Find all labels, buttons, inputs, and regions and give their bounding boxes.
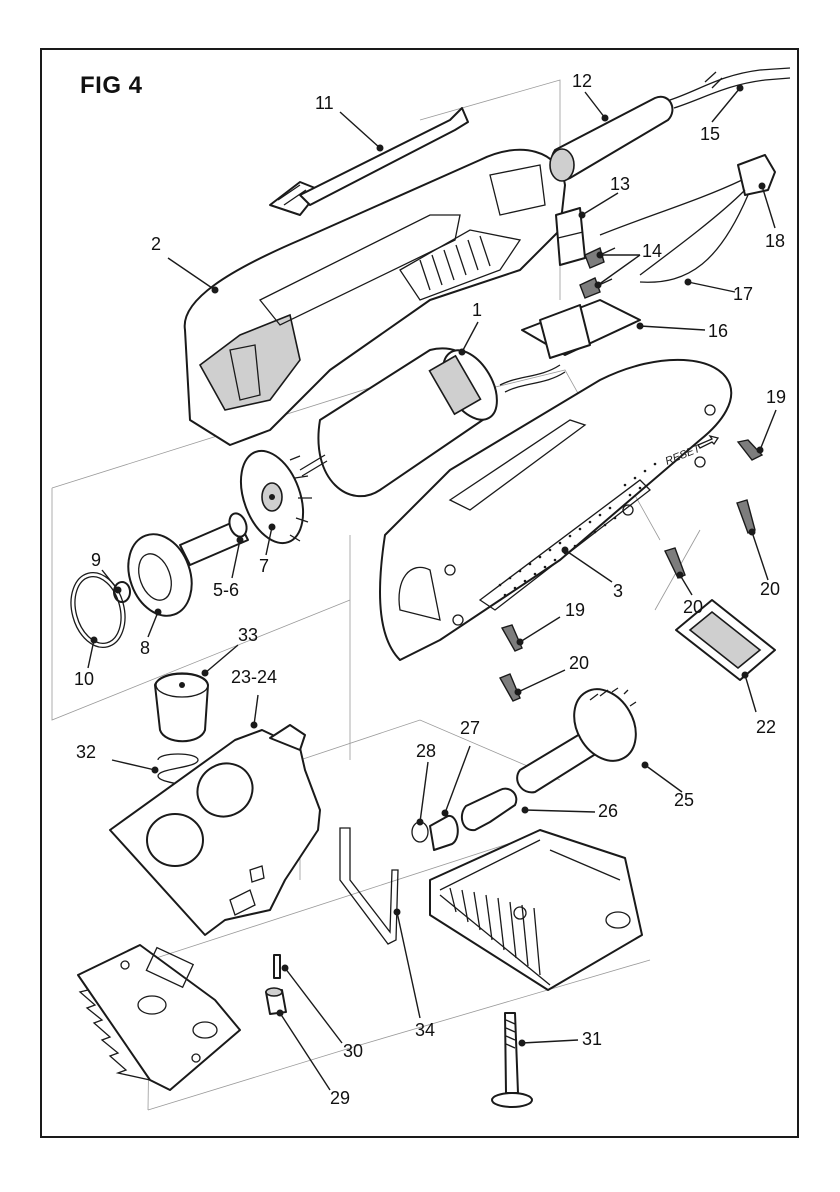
callout-29: 29 bbox=[330, 1089, 350, 1107]
callout-26: 26 bbox=[598, 802, 618, 820]
cutter-blade bbox=[78, 945, 240, 1090]
callout-31: 31 bbox=[582, 1030, 602, 1048]
callout-12: 12 bbox=[572, 72, 592, 90]
part-12-tube bbox=[550, 97, 672, 181]
callout-15: 15 bbox=[700, 125, 720, 143]
callout-19-a: 19 bbox=[766, 388, 786, 406]
callout-27: 27 bbox=[460, 719, 480, 737]
callout-19-b: 19 bbox=[565, 601, 585, 619]
part-34-bracket bbox=[340, 828, 398, 944]
callout-18: 18 bbox=[765, 232, 785, 250]
part-15-cable bbox=[670, 68, 790, 108]
callout-20-c: 20 bbox=[569, 654, 589, 672]
callout-17: 17 bbox=[733, 285, 753, 303]
callout-1: 1 bbox=[472, 301, 482, 319]
callout-28: 28 bbox=[416, 742, 436, 760]
callout-9: 9 bbox=[91, 551, 101, 569]
callout-5-6: 5-6 bbox=[213, 581, 239, 599]
callout-16: 16 bbox=[708, 322, 728, 340]
callout-8: 8 bbox=[140, 639, 150, 657]
callout-7: 7 bbox=[259, 557, 269, 575]
callout-10: 10 bbox=[74, 670, 94, 688]
callout-34: 34 bbox=[415, 1021, 435, 1039]
comb-blade bbox=[430, 830, 642, 990]
part-31-bolt bbox=[492, 1013, 532, 1107]
part-25-shaft bbox=[517, 678, 648, 792]
callout-30: 30 bbox=[343, 1042, 363, 1060]
callout-20-a: 20 bbox=[683, 598, 703, 616]
part-30-29 bbox=[266, 955, 286, 1014]
part-10-oring bbox=[63, 567, 133, 654]
callout-33: 33 bbox=[238, 626, 258, 644]
callout-14: 14 bbox=[642, 242, 662, 260]
callout-2: 2 bbox=[151, 235, 161, 253]
part-33-cap bbox=[155, 673, 208, 741]
callout-32: 32 bbox=[76, 743, 96, 761]
part-28-27-26 bbox=[412, 789, 516, 850]
callout-25: 25 bbox=[674, 791, 694, 809]
callout-20-b: 20 bbox=[760, 580, 780, 598]
callout-11: 11 bbox=[315, 94, 334, 112]
part-23-24-head bbox=[110, 725, 320, 935]
callout-23-24: 23-24 bbox=[231, 668, 277, 686]
callout-13: 13 bbox=[610, 175, 630, 193]
callout-3: 3 bbox=[613, 582, 623, 600]
callout-22: 22 bbox=[756, 718, 776, 736]
